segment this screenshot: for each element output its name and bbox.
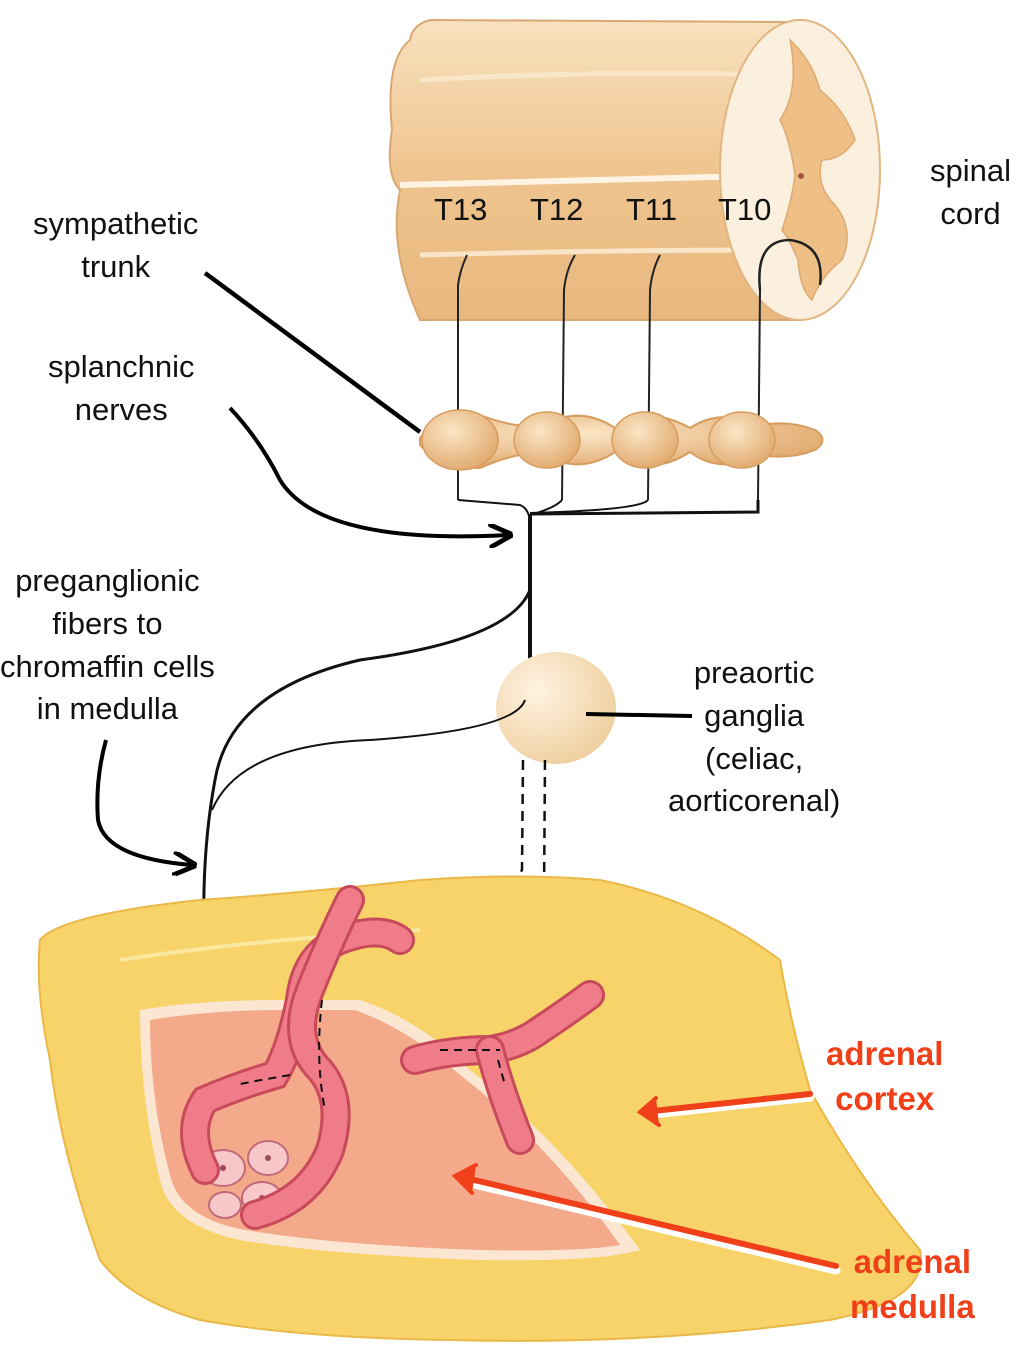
sympathetic-trunk-label: sympathetic trunk <box>33 203 198 289</box>
preaortic-ganglia-label: preaortic ganglia (celiac, aorticorenal) <box>668 652 840 823</box>
segment-t12-label: T12 <box>530 192 583 228</box>
spinal-cord-illustration <box>390 20 880 320</box>
adrenal-medulla-label: adrenal medulla <box>850 1240 975 1329</box>
preaortic-ganglion <box>496 652 616 764</box>
segment-t10-label: T10 <box>718 192 771 228</box>
splanchnic-nerves-label: splanchnic nerves <box>48 346 194 432</box>
sympathetic-trunk-chain <box>420 410 823 470</box>
segment-t11-label: T11 <box>626 192 677 228</box>
spinal-cord-label: spinal cord <box>930 150 1011 236</box>
adrenal-cortex-label: adrenal cortex <box>826 1032 943 1121</box>
preganglionic-fibers-label: preganglionic fibers to chromaffin cells… <box>0 560 215 731</box>
segment-t13-label: T13 <box>434 192 487 228</box>
